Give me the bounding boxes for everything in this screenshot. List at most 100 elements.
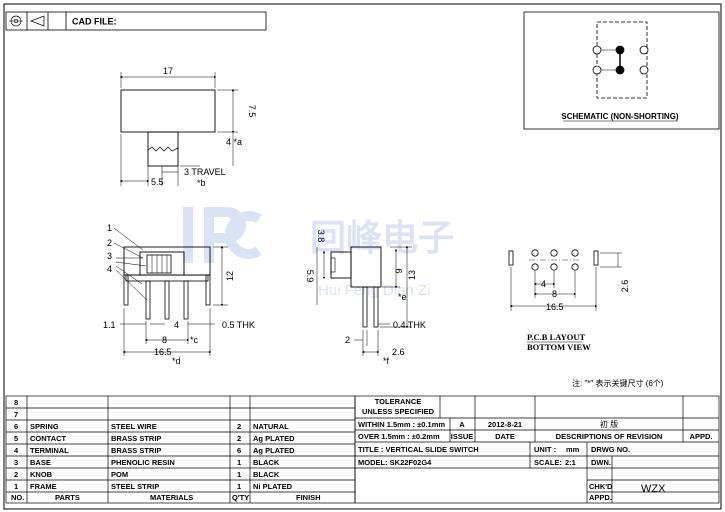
- rev-value: A: [459, 420, 465, 429]
- appd-label: APPD.: [690, 432, 713, 441]
- callout-4: 4: [107, 264, 112, 274]
- bom-cell-part: SPRING: [30, 422, 59, 431]
- bom-cell-part: KNOB: [30, 470, 53, 479]
- callout-2: 2: [107, 238, 112, 248]
- key-dimension-note: 注: "*" 表示关键尺寸 (6个): [572, 378, 664, 388]
- chkd-label: CHK'D: [589, 482, 613, 491]
- dim-front-inner: 8: [162, 335, 167, 345]
- front-view-dims: 1 2 3 4 12 1.1 4 0.5 THK 8 *c 16.5 *d: [103, 223, 255, 366]
- dim-pin-len: 9: [394, 268, 404, 273]
- schematic-pin: [615, 65, 625, 75]
- bom-cell-finish: NATURAL: [253, 422, 289, 431]
- dim-front-inner-ref: *c: [190, 335, 199, 345]
- bom-header-qty: Q'TY: [232, 493, 249, 502]
- projection-symbol-icon: [9, 15, 45, 27]
- dim-travel: 3 TRAVEL: [184, 167, 226, 177]
- tolerance-over: OVER 1.5mm : ±0.2mm: [358, 432, 440, 441]
- checker-value: WZX: [641, 483, 666, 495]
- pcb-title: P.C.B LAYOUT: [527, 332, 586, 342]
- dim-travel-height: 4 *a: [226, 137, 242, 147]
- schematic-pin: [639, 45, 649, 55]
- pcb-row: 2.6: [620, 280, 630, 293]
- bom-header-no: NO.: [11, 493, 24, 502]
- tolerance-label: TOLERANCE: [375, 397, 422, 406]
- end-view-dims: 3.8 5.9 9 *e 13 0.4 THK 2 2.6 *f: [305, 230, 426, 366]
- pcb-hole: [571, 249, 579, 257]
- dim-pin-pitch: 4: [174, 320, 179, 330]
- bom-table: [5, 395, 356, 504]
- watermark-cn: 回峰电子: [310, 217, 454, 258]
- dim-height: 7.5: [247, 105, 257, 118]
- title-block: [354, 395, 720, 504]
- watermark: 回峰电子 Hui Feng Dian Zi: [183, 207, 454, 299]
- bom-cell-finish: Ag PLATED: [253, 446, 295, 455]
- bom-header-finish: FINISH: [296, 493, 321, 502]
- side-view-dims: 17 7.5 4 *a 5.5 3 TRAVEL *b: [151, 66, 257, 188]
- bom-cell-finish: Ni PLATED: [253, 482, 293, 491]
- end-view: [316, 245, 412, 356]
- dim-pin-len-ref: *e: [398, 292, 407, 302]
- cad-file-label: CAD FILE:: [72, 17, 117, 27]
- watermark-logo-icon: [183, 207, 262, 263]
- desc-label: DESCRIPTIONS OF REVISION: [556, 432, 663, 441]
- dim-front-height: 12: [225, 271, 235, 281]
- date-value: 2012-8-21: [488, 420, 522, 429]
- bom-cell-part: FRAME: [30, 482, 57, 491]
- schematic-label: SCHEMATIC (NON-SHORTING): [561, 112, 679, 121]
- bom-cell-qty: 2: [237, 434, 241, 443]
- cad-header: CAD FILE:: [5, 11, 267, 31]
- dim-front-overall: 16.5: [154, 347, 172, 357]
- unless-label: UNLESS SPECIFIED: [362, 407, 435, 416]
- tolerance-within: WITHIN 1.5mm : ±0.1mm: [358, 420, 445, 429]
- pcb-dims: 4 8 16.5 2.6 P.C.B LAYOUT BOTTOM VIEW: [527, 279, 630, 352]
- bom-cell-no: 6: [14, 422, 18, 431]
- pcb-hole: [571, 263, 579, 271]
- bom-cell-material: PHENOLIC RESIN: [111, 458, 175, 467]
- front-view: [115, 245, 228, 356]
- pcb-pitch: 4: [541, 279, 546, 289]
- bom-cell-finish: BLACK: [253, 470, 280, 479]
- callout-3: 3: [107, 251, 112, 261]
- callout-1: 1: [107, 223, 112, 233]
- pcb-layout: [508, 249, 622, 311]
- dim-travel-ref: *b: [197, 178, 206, 188]
- appd2-label: APPD.: [589, 493, 612, 502]
- bom-cell-no: 3: [14, 458, 18, 467]
- dim-knob: 3.8: [316, 230, 326, 243]
- bom-cell-qty: 1: [237, 470, 241, 479]
- dim-pin-gap-ref: *f: [383, 356, 390, 366]
- dim-total: 13: [407, 270, 417, 280]
- bom-cell-qty: 2: [237, 422, 241, 431]
- bom-cell-finish: Ag PLATED: [253, 434, 295, 443]
- dim-front-overall-ref: *d: [172, 356, 181, 366]
- side-view: [119, 72, 238, 186]
- bom-cell-qty: 1: [237, 458, 241, 467]
- pcb-subtitle: BOTTOM VIEW: [527, 342, 591, 352]
- bom-cell-material: BRASS STRIP: [111, 446, 161, 455]
- bom-cell-finish: BLACK: [253, 458, 280, 467]
- pcb-hole: [531, 263, 539, 271]
- bom-header-parts: PARTS: [55, 493, 80, 502]
- pcb-inner: 8: [552, 289, 557, 299]
- dim-pin-left: 1.1: [103, 320, 116, 330]
- bom-cell-no: 4: [14, 446, 19, 455]
- dim-end-thk: 0.4 THK: [393, 320, 426, 330]
- bom-cell-material: STEEL WIRE: [111, 422, 157, 431]
- schematic-pin: [639, 65, 649, 75]
- bom-cell-material: STEEL STRIP: [111, 482, 159, 491]
- bom-cell-no: 1: [14, 482, 18, 491]
- dim-body: 5.9: [305, 270, 315, 283]
- revision-description: 初 版: [600, 419, 618, 429]
- pcb-hole: [531, 249, 539, 257]
- bom-cell-no: 7: [14, 410, 18, 419]
- dim-front-thk: 0.5 THK: [222, 320, 255, 330]
- dwn-label: DWN.: [591, 458, 611, 467]
- bom-cell-no: 5: [14, 434, 18, 443]
- bom-cell-material: POM: [111, 470, 128, 479]
- bom-cell-part: TERMINAL: [30, 446, 69, 455]
- pcb-hole: [550, 263, 558, 271]
- model-label: MODEL: SK22F02G4: [358, 458, 432, 467]
- unit-label: UNIT :: [534, 445, 556, 454]
- sheet-border: [3, 3, 722, 510]
- pcb-overall: 16.5: [546, 302, 564, 312]
